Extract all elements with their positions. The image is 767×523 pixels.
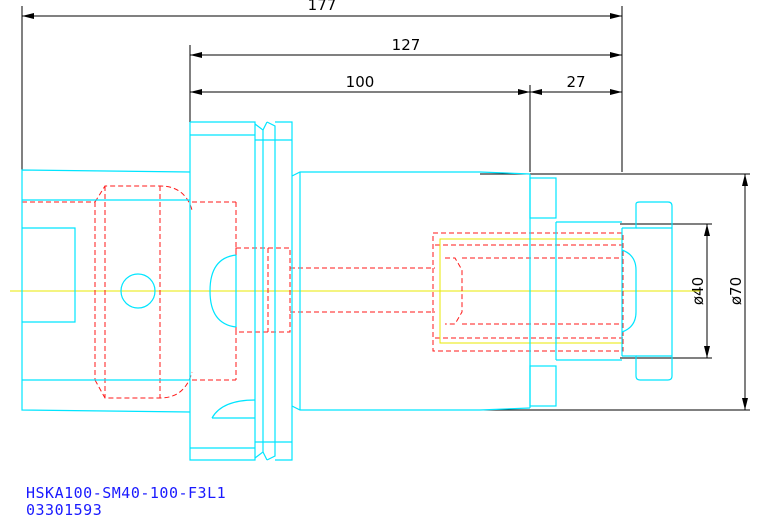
dim-127-label: 127 [392, 36, 421, 54]
title-block: HSKA100-SM40-100-F3L1 03301593 [26, 485, 226, 519]
dim-27-label: 27 [566, 73, 585, 91]
holder-outline [21, 121, 673, 461]
dimension-lines [21, 6, 750, 411]
part-number: HSKA100-SM40-100-F3L1 [26, 484, 227, 502]
dim-177-label: 177 [308, 0, 337, 14]
dimension-arrows [22, 13, 748, 410]
order-code: 03301593 [26, 501, 103, 519]
dim-dia70-label: ø70 [727, 277, 745, 305]
dim-100-label: 100 [346, 73, 375, 91]
